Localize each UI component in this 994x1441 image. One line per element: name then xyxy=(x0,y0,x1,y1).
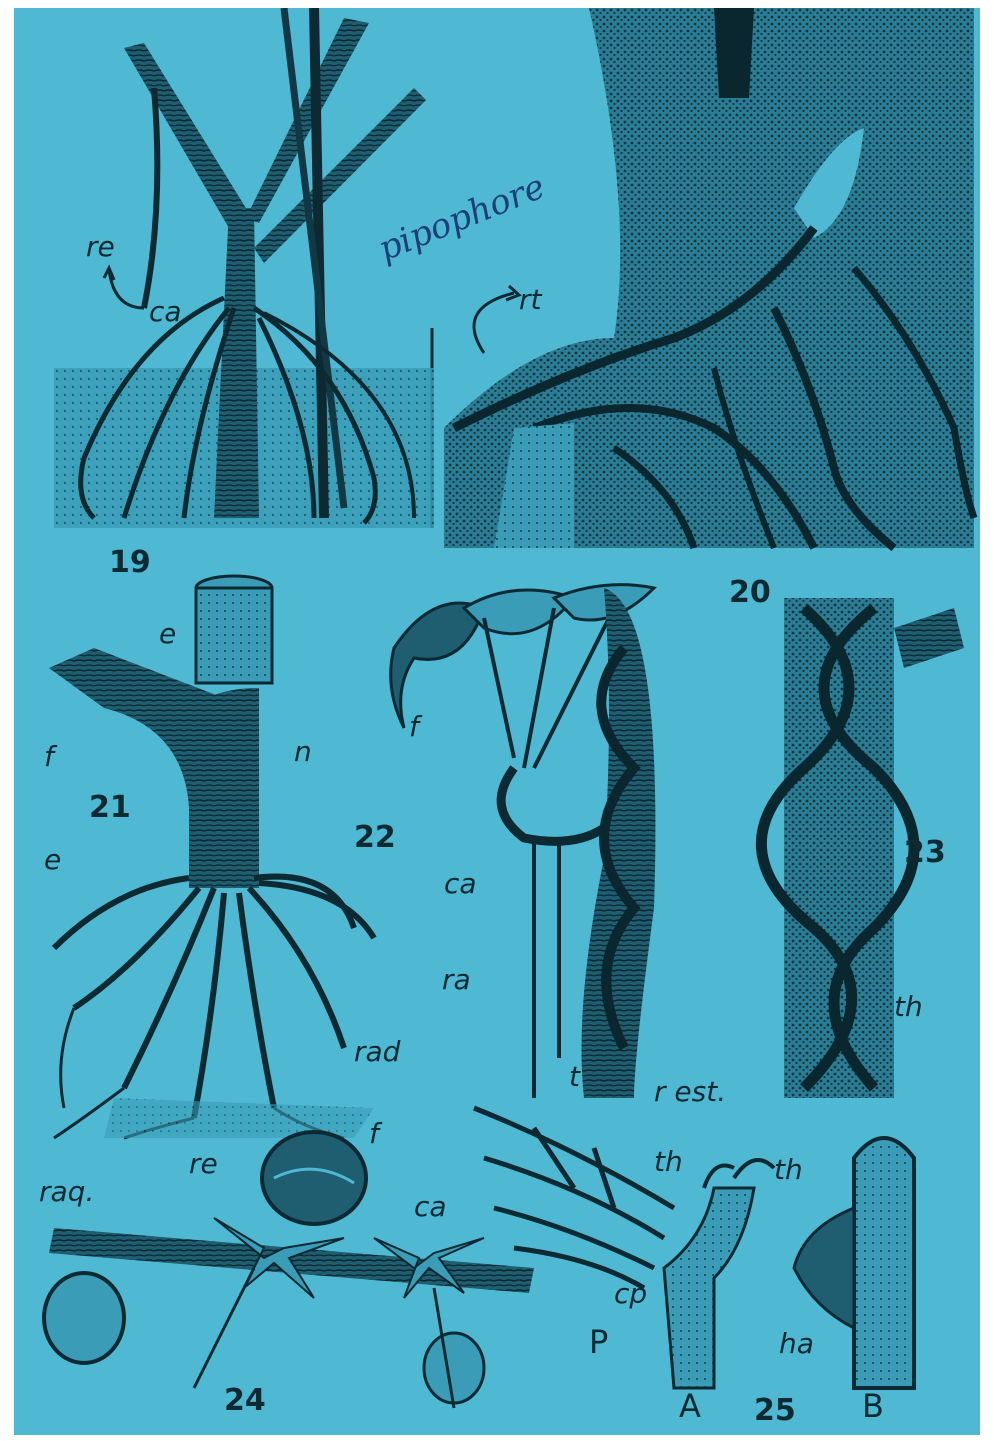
figure-number: 22 xyxy=(354,823,396,853)
figure-label: re xyxy=(189,1150,218,1178)
figure-label: ca xyxy=(444,870,477,898)
figure-label: B xyxy=(862,1390,884,1422)
figure-label: n xyxy=(294,738,312,766)
figure-20-drawing xyxy=(444,8,974,548)
figure-label: t xyxy=(569,1063,580,1091)
figure-label: ra xyxy=(442,966,471,994)
figure-number: 19 xyxy=(109,548,151,578)
figure-21-drawing xyxy=(49,576,374,1138)
figure-label: r est. xyxy=(654,1078,726,1106)
figure-label: ca xyxy=(414,1193,447,1221)
figure-number: 20 xyxy=(729,578,771,608)
figure-label: P xyxy=(589,1326,608,1358)
figure-label: A xyxy=(679,1390,701,1422)
figure-22-drawing xyxy=(391,585,656,1098)
figure-24-drawing xyxy=(44,1132,534,1408)
figure-label: e xyxy=(159,620,176,648)
figure-19-drawing xyxy=(54,8,434,528)
figure-label: raq. xyxy=(39,1178,94,1206)
figure-number: 24 xyxy=(224,1386,266,1416)
figure-label: f xyxy=(409,713,419,741)
figure-label: rt xyxy=(519,286,542,314)
figure-label: re xyxy=(86,233,115,261)
figure-number: 23 xyxy=(904,838,946,868)
figure-label: f xyxy=(369,1120,379,1148)
figure-label: th xyxy=(654,1148,683,1176)
figure-label: cp xyxy=(614,1280,647,1308)
botanical-plate: pipophore 19 20 21 22 23 24 25 re ca rt … xyxy=(14,8,980,1435)
figure-25a-drawing xyxy=(474,1108,774,1388)
figure-label: rad xyxy=(354,1038,400,1066)
figure-label: f xyxy=(44,743,54,771)
figure-label: th xyxy=(774,1156,803,1184)
figure-number: 21 xyxy=(89,793,131,823)
figure-label: th xyxy=(894,993,923,1021)
figure-label: e xyxy=(44,846,61,874)
figure-label: ha xyxy=(779,1330,814,1358)
figure-number: 25 xyxy=(754,1396,796,1426)
figure-label: ca xyxy=(149,298,182,326)
